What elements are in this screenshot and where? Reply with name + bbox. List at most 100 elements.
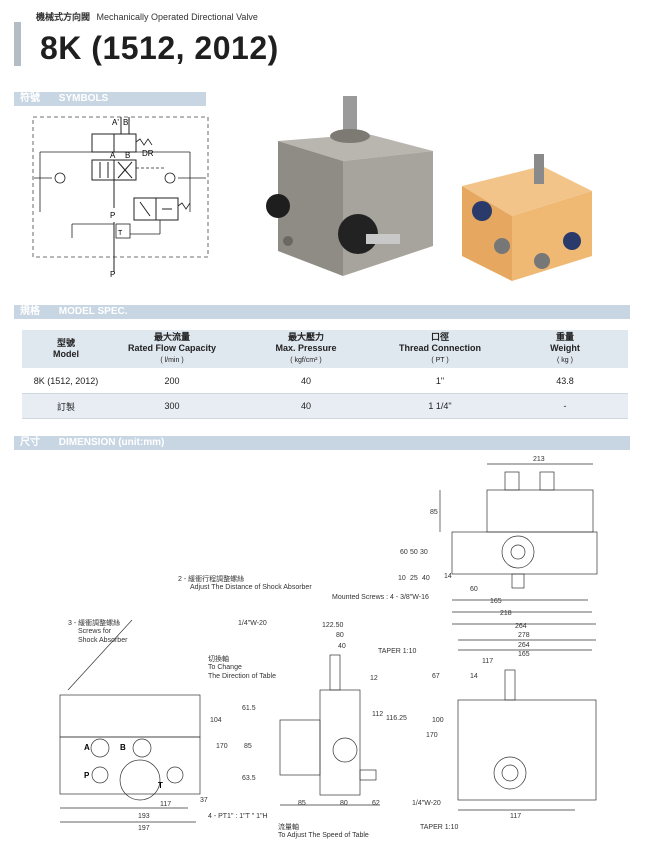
sym-label-p: P — [110, 211, 115, 220]
svg-text:116.25: 116.25 — [386, 715, 407, 722]
svg-text:213: 213 — [533, 456, 545, 463]
svg-text:67: 67 — [432, 673, 440, 680]
port-a-label: A — [84, 743, 90, 752]
svg-text:112: 112 — [372, 711, 383, 718]
section-symbols-en: SYMBOLS — [58, 93, 109, 104]
svg-text:197: 197 — [138, 825, 150, 832]
subtitle: 機械式方向閥 Mechanically Operated Directional… — [36, 10, 258, 23]
callout-pt: 4 - PT1" : 1"T " 1"H — [208, 813, 268, 820]
svg-text:193: 193 — [138, 813, 150, 820]
callout-adjust-cn: 2 - 緩衝行程調整螺絲 — [178, 576, 245, 583]
cell-model: 8K (1512, 2012) — [22, 368, 110, 394]
hydraulic-symbol-diagram: A' B' A B DR P T P — [32, 116, 209, 279]
cell-weight: 43.8 — [502, 368, 628, 394]
svg-text:117: 117 — [510, 813, 521, 820]
svg-text:12: 12 — [370, 675, 378, 682]
svg-text:85: 85 — [298, 800, 306, 807]
cell-pressure: 40 — [234, 368, 378, 394]
cell-model: 訂製 — [22, 393, 110, 419]
table-row: 訂製 300 40 1 1/4" - — [22, 393, 628, 419]
svg-text:278: 278 — [518, 632, 530, 639]
svg-text:60: 60 — [400, 549, 408, 556]
svg-text:117: 117 — [160, 801, 171, 808]
sym-label-a-prime: A' — [112, 118, 119, 127]
cell-flow: 200 — [110, 368, 234, 394]
section-model-spec-en: MODEL SPEC. — [58, 306, 128, 317]
sym-label-p-bottom: P — [110, 270, 115, 279]
product-photo-cutaway — [462, 154, 592, 281]
port-b-label: B — [120, 743, 126, 752]
svg-text:30: 30 — [420, 549, 428, 556]
section-dimension-en: DIMENSION (unit:mm) — [58, 437, 165, 448]
cell-weight: - — [502, 393, 628, 419]
section-dimension: 尺寸 DIMENSION (unit:mm) — [14, 436, 630, 450]
callout-taper-top: TAPER 1:10 — [378, 648, 417, 655]
cell-thread: 1 1/4" — [378, 393, 502, 419]
callout-taper-bottom: TAPER 1:10 — [420, 824, 459, 831]
svg-text:61.5: 61.5 — [242, 705, 256, 712]
port-p-label: P — [84, 771, 90, 780]
svg-text:117: 117 — [482, 658, 493, 665]
svg-text:100: 100 — [432, 717, 444, 724]
sym-label-t: T — [118, 230, 123, 237]
section-dimension-cn: 尺寸 — [20, 437, 40, 448]
cell-flow: 300 — [110, 393, 234, 419]
callout-w20-top: 1/4"W-20 — [238, 620, 267, 627]
svg-text:25: 25 — [410, 575, 418, 582]
section-model-spec-cn: 規格 — [20, 306, 40, 317]
svg-text:170: 170 — [216, 743, 228, 750]
table-row: 8K (1512, 2012) 200 40 1" 43.8 — [22, 368, 628, 394]
svg-text:122.50: 122.50 — [322, 622, 344, 629]
page-title: 8K (1512, 2012) — [40, 30, 279, 66]
section-symbols-cn: 符號 — [20, 93, 40, 104]
svg-text:62: 62 — [372, 800, 380, 807]
cell-pressure: 40 — [234, 393, 378, 419]
callout-screws-cn: 3 - 緩衝調整螺絲 — [68, 620, 121, 627]
callout-screws-en2: Shock Absorber — [78, 637, 128, 644]
svg-text:264: 264 — [515, 623, 527, 630]
svg-text:80: 80 — [336, 632, 344, 639]
title-accent-bar — [14, 22, 21, 66]
sym-label-b-prime: B' — [123, 118, 130, 127]
svg-text:85: 85 — [244, 743, 252, 750]
callout-screws-en1: Screws for — [78, 628, 112, 635]
svg-text:80: 80 — [340, 800, 348, 807]
svg-text:165: 165 — [518, 651, 530, 658]
svg-text:60: 60 — [470, 586, 478, 593]
sym-label-a: A — [110, 151, 116, 160]
callout-switch-en2: The Direction of Table — [208, 673, 276, 680]
sym-label-b: B — [125, 151, 130, 160]
product-photo-metal — [266, 96, 433, 276]
callout-switch-en1: To Change — [208, 664, 242, 671]
callout-adjust-en: Adjust The Distance of Shock Absorber — [190, 584, 312, 591]
subtitle-cn: 機械式方向閥 — [36, 12, 91, 22]
svg-text:264: 264 — [518, 642, 530, 649]
callout-flow-cn: 流量軸 — [278, 824, 299, 831]
dimension-drawings: A B P T 213 85 60 50 30 10 25 40 14 60 1… — [59, 456, 598, 832]
callout-switch-cn: 切換軸 — [208, 656, 229, 663]
port-t-label: T — [158, 781, 163, 790]
svg-text:37: 37 — [200, 797, 208, 804]
svg-text:85: 85 — [430, 509, 438, 516]
subtitle-en: Mechanically Operated Directional Valve — [96, 12, 258, 22]
cell-thread: 1" — [378, 368, 502, 394]
svg-text:40: 40 — [422, 575, 430, 582]
svg-text:50: 50 — [410, 549, 418, 556]
sym-label-dr: DR — [142, 149, 154, 158]
svg-text:104: 104 — [210, 717, 222, 724]
svg-text:10: 10 — [398, 575, 406, 582]
callout-flow-en: To Adjust The Speed of Table — [278, 832, 369, 839]
callout-mounted: Mounted Screws : 4 - 3/8"W-16 — [332, 594, 429, 601]
callout-w20-bottom: 1/4"W-20 — [412, 800, 441, 807]
section-model-spec: 規格 MODEL SPEC. — [14, 305, 630, 319]
svg-text:165: 165 — [490, 598, 502, 605]
svg-text:14: 14 — [470, 673, 478, 680]
section-symbols: 符號 SYMBOLS — [14, 92, 206, 106]
svg-text:218: 218 — [500, 610, 512, 617]
